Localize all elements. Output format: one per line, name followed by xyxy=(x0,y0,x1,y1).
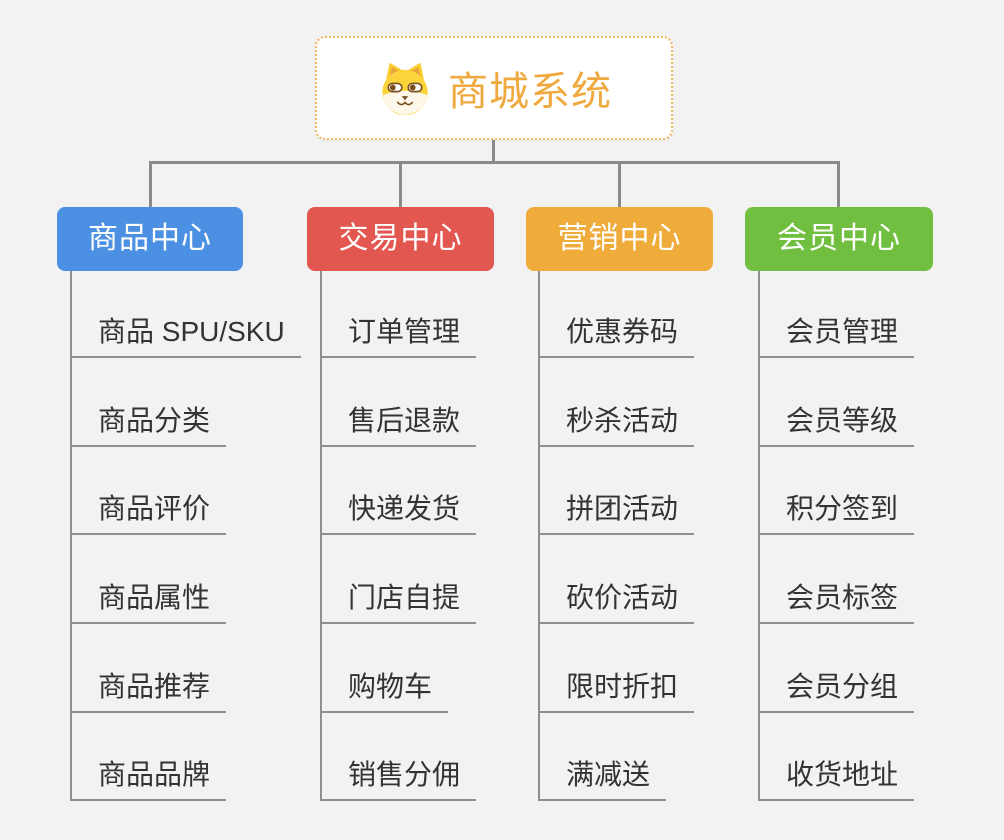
column-line xyxy=(538,271,540,801)
root-node[interactable]: 商城系统 xyxy=(315,36,673,140)
branch-bus-line xyxy=(149,161,840,164)
branch-node-trade-center[interactable]: 交易中心 xyxy=(307,207,494,271)
leaf-topic[interactable]: 砍价活动 xyxy=(538,580,695,624)
root-connector-line xyxy=(492,139,495,163)
leaf-topic[interactable]: 满减送 xyxy=(538,757,667,801)
leaf-topic[interactable]: 商品推荐 xyxy=(70,669,227,713)
leaf-topic[interactable]: 限时折扣 xyxy=(538,669,695,713)
doge-icon xyxy=(376,59,434,117)
branch-drop-line xyxy=(149,161,152,207)
leaf-topic[interactable]: 商品评价 xyxy=(70,491,227,535)
leaf-topic[interactable]: 售后退款 xyxy=(320,403,477,447)
branch-node-marketing-center[interactable]: 营销中心 xyxy=(526,207,713,271)
leaf-topic[interactable]: 商品属性 xyxy=(70,580,227,624)
branch-node-product-center[interactable]: 商品中心 xyxy=(57,207,243,271)
leaf-topic[interactable]: 订单管理 xyxy=(320,314,477,358)
leaf-topic[interactable]: 会员分组 xyxy=(758,669,915,713)
leaf-topic[interactable]: 购物车 xyxy=(320,669,449,713)
leaf-topic[interactable]: 商品品牌 xyxy=(70,757,227,801)
column-line xyxy=(758,271,760,801)
column-line xyxy=(70,271,72,801)
leaf-topic[interactable]: 会员标签 xyxy=(758,580,915,624)
leaf-topic[interactable]: 商品 SPU/SKU xyxy=(70,314,301,358)
leaf-topic[interactable]: 秒杀活动 xyxy=(538,403,695,447)
leaf-topic[interactable]: 会员管理 xyxy=(758,314,915,358)
leaf-topic[interactable]: 收货地址 xyxy=(758,757,915,801)
leaf-topic[interactable]: 优惠券码 xyxy=(538,314,695,358)
branch-node-member-center[interactable]: 会员中心 xyxy=(745,207,933,271)
leaf-topic[interactable]: 会员等级 xyxy=(758,403,915,447)
branch-drop-line xyxy=(399,161,402,207)
leaf-topic[interactable]: 积分签到 xyxy=(758,491,915,535)
leaf-topic[interactable]: 拼团活动 xyxy=(538,491,695,535)
leaf-topic[interactable]: 销售分佣 xyxy=(320,757,477,801)
leaf-topic[interactable]: 商品分类 xyxy=(70,403,227,447)
column-line xyxy=(320,271,322,801)
branch-drop-line xyxy=(618,161,621,207)
leaf-topic[interactable]: 门店自提 xyxy=(320,580,477,624)
branch-drop-line xyxy=(837,161,840,207)
root-node-label: 商城系统 xyxy=(448,70,612,114)
leaf-topic[interactable]: 快递发货 xyxy=(320,491,477,535)
